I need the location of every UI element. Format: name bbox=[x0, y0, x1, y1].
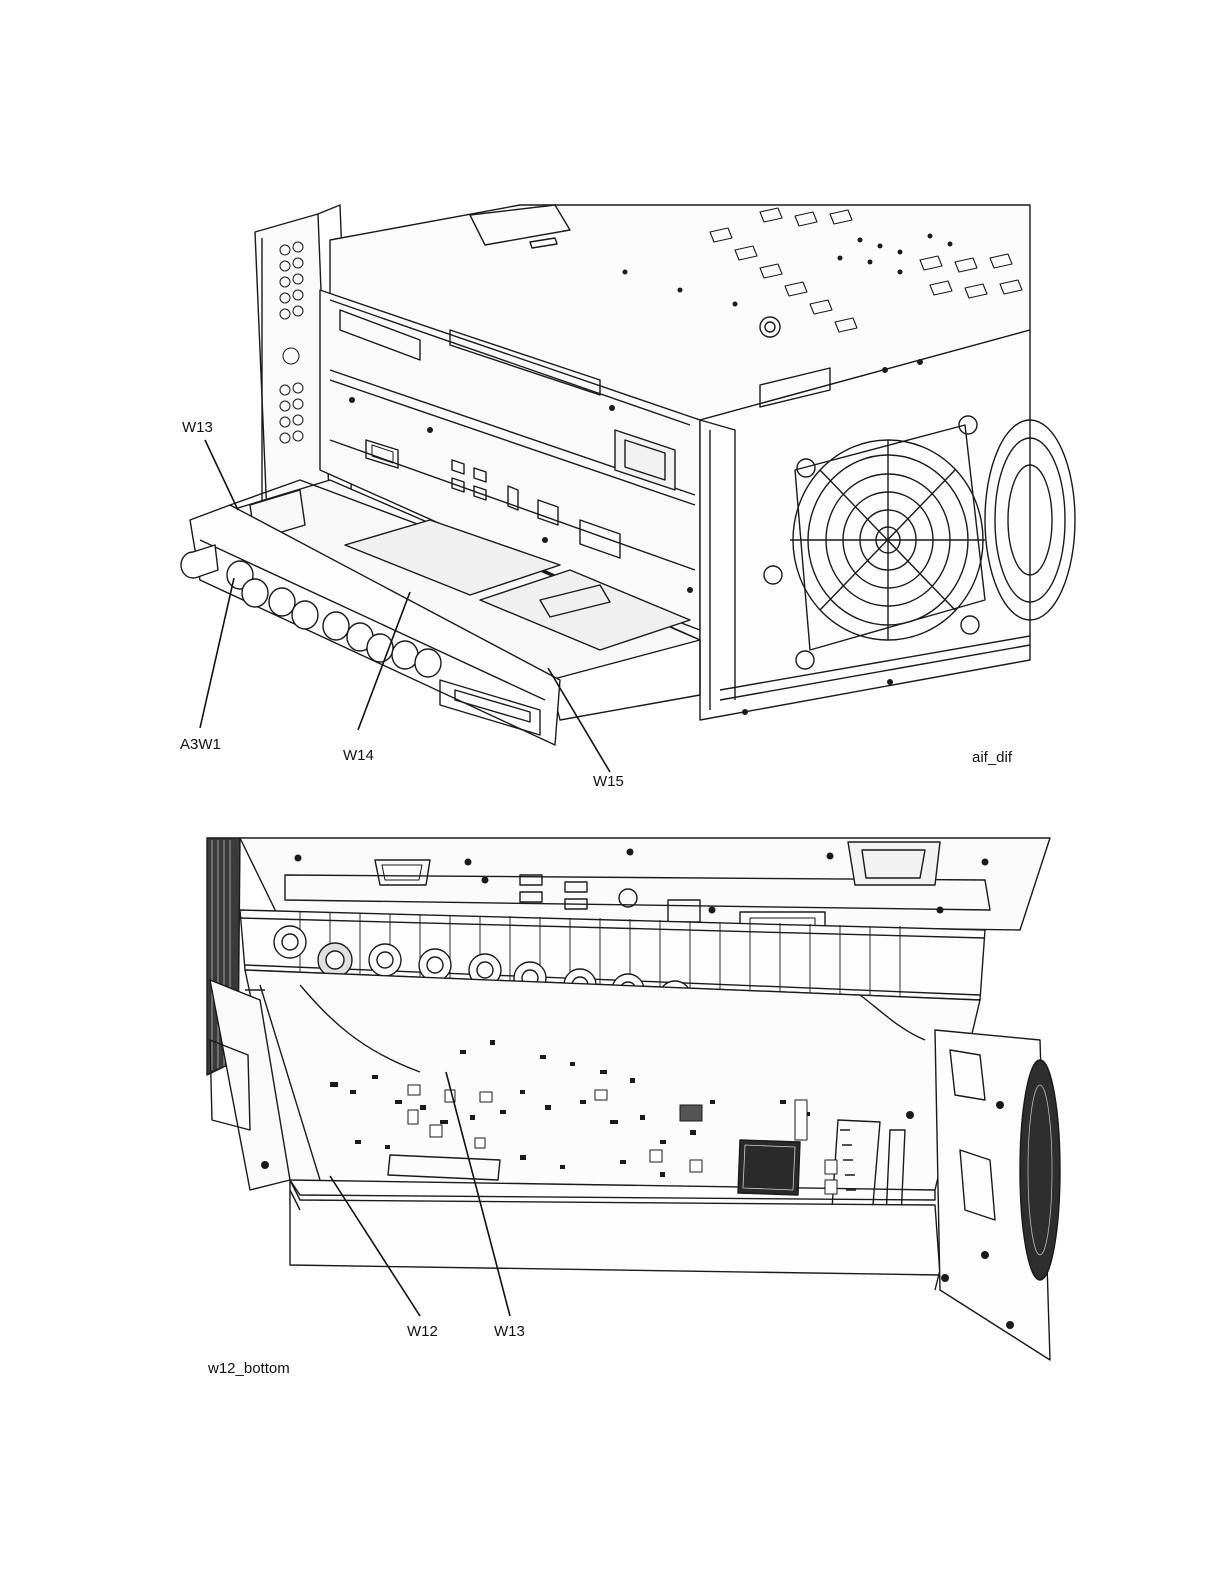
leader-w13-top bbox=[205, 440, 238, 510]
figure-bottom-drawing bbox=[0, 800, 1224, 1400]
figure-top-drawing bbox=[0, 0, 1224, 800]
callout-w14: W14 bbox=[343, 748, 374, 763]
fan-right-bottom bbox=[1020, 1060, 1060, 1280]
callout-w12: W12 bbox=[407, 1324, 438, 1339]
figure-top-caption: aif_dif bbox=[972, 750, 1012, 765]
figure-bottom-caption: w12_bottom bbox=[208, 1361, 290, 1376]
power-inlet-bottom bbox=[848, 842, 940, 885]
callout-a3w1: A3W1 bbox=[180, 737, 221, 752]
callout-w13-top: W13 bbox=[182, 420, 213, 435]
callout-w13-bottom: W13 bbox=[494, 1324, 525, 1339]
figure-bottom: W12 W13 w12_bottom bbox=[0, 800, 1224, 1400]
leader-a3w1 bbox=[200, 578, 234, 728]
figure-top: W13 A3W1 W14 W15 aif_dif bbox=[0, 0, 1224, 800]
callout-w15: W15 bbox=[593, 774, 624, 789]
